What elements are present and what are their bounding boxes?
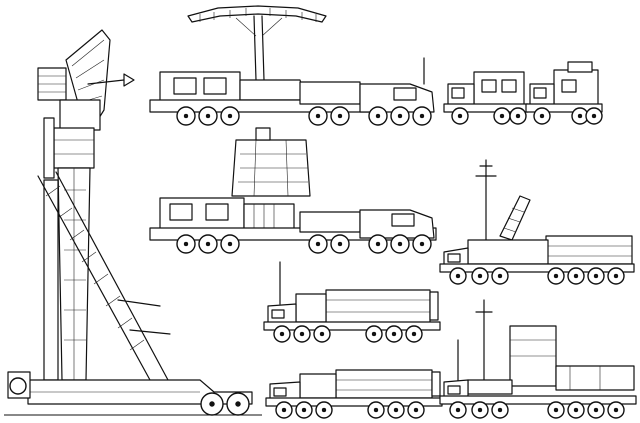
launcher-truck-lower [265, 369, 443, 419]
panel-radar-trailer-body [149, 197, 437, 241]
small-box-truck-2 [525, 61, 603, 125]
t-antenna-wheels [176, 106, 432, 126]
t-antenna-tractor-trailer [149, 5, 435, 126]
tall-mast-vehicle [4, 29, 262, 416]
launcher-truck-upper [263, 261, 441, 343]
radar-panel [231, 127, 311, 197]
small-box-truck-1 [443, 71, 529, 125]
lattice-support-boom [37, 171, 171, 381]
mast-top-antenna [37, 29, 135, 131]
panel-radar-wheels [176, 234, 432, 254]
t-antenna-array [187, 5, 327, 81]
mast-trailer-base [4, 371, 262, 416]
t-antenna-trailer-body [149, 57, 435, 113]
mast-column [43, 117, 95, 381]
arm-antenna-vehicle [439, 159, 635, 285]
box-radar-vehicle [439, 299, 637, 419]
panel-radar-tractor-trailer [149, 127, 437, 254]
